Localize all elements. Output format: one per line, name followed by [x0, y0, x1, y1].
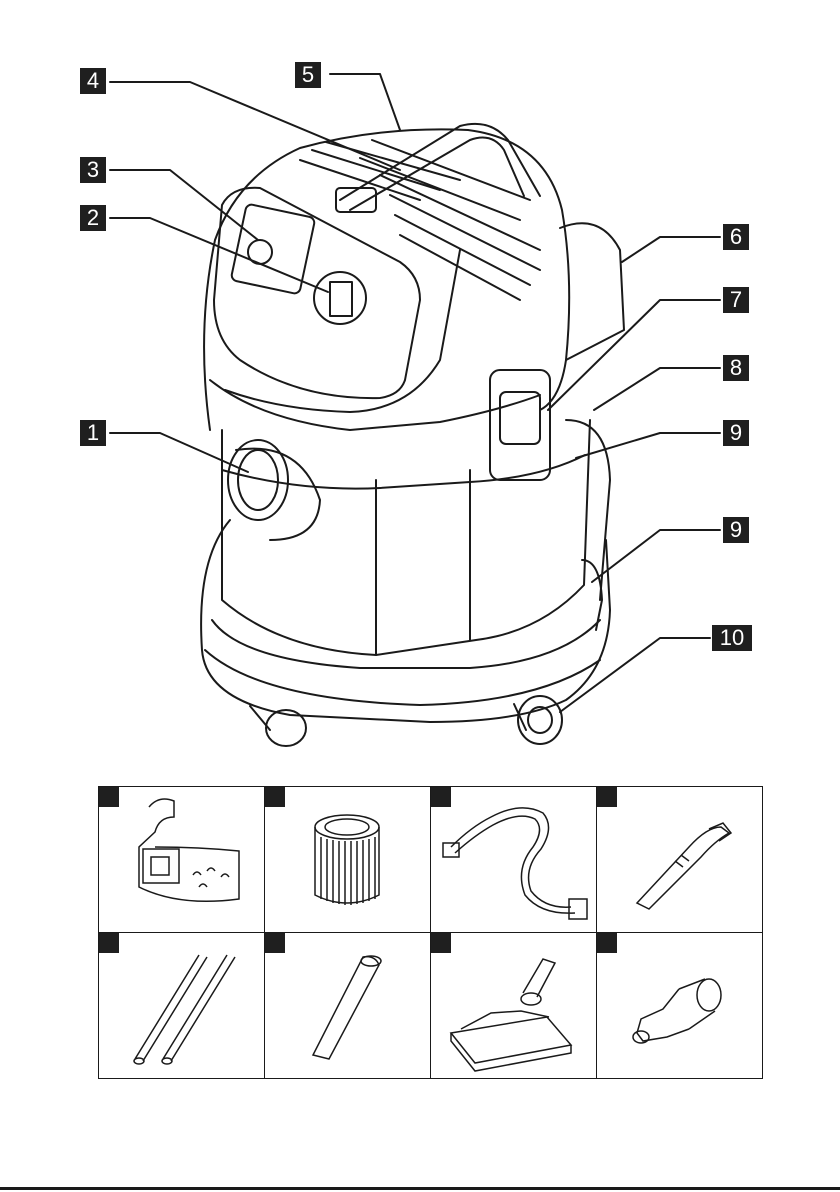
callout-3: 3	[80, 157, 106, 183]
accessory-marker	[597, 933, 617, 953]
callout-9-lower: 9	[723, 517, 749, 543]
vacuum-cleaner-illustration	[0, 0, 840, 770]
accessory-crevice-nozzle	[264, 932, 431, 1079]
accessory-suction-hose	[430, 786, 597, 933]
accessory-marker	[597, 787, 617, 807]
callout-4: 4	[80, 68, 106, 94]
page-bottom-rule	[0, 1187, 840, 1190]
crevice-nozzle-icon	[265, 933, 430, 1078]
accessory-elbow-handle	[596, 786, 763, 933]
accessory-marker	[431, 933, 451, 953]
accessory-marker	[265, 933, 285, 953]
adapter-icon	[597, 933, 762, 1078]
cartridge-filter-icon	[265, 787, 430, 932]
callout-8: 8	[723, 355, 749, 381]
accessory-floor-nozzle	[430, 932, 597, 1079]
suction-tubes-icon	[99, 933, 264, 1078]
accessory-suction-tubes	[98, 932, 265, 1079]
elbow-handle-icon	[597, 787, 762, 932]
callout-2: 2	[80, 205, 106, 231]
accessory-filter-bag	[98, 786, 265, 933]
accessory-marker	[431, 787, 451, 807]
accessory-marker	[99, 933, 119, 953]
floor-nozzle-icon	[431, 933, 596, 1078]
callout-9-upper: 9	[723, 420, 749, 446]
suction-hose-icon	[431, 787, 596, 932]
callout-6: 6	[723, 224, 749, 250]
accessory-marker	[99, 787, 119, 807]
callout-5: 5	[295, 62, 321, 88]
callout-1: 1	[80, 420, 106, 446]
callout-7: 7	[723, 287, 749, 313]
accessory-marker	[265, 787, 285, 807]
accessory-cartridge-filter	[264, 786, 431, 933]
callout-10: 10	[712, 625, 752, 651]
accessory-adapter	[596, 932, 763, 1079]
filter-bag-icon	[99, 787, 264, 932]
